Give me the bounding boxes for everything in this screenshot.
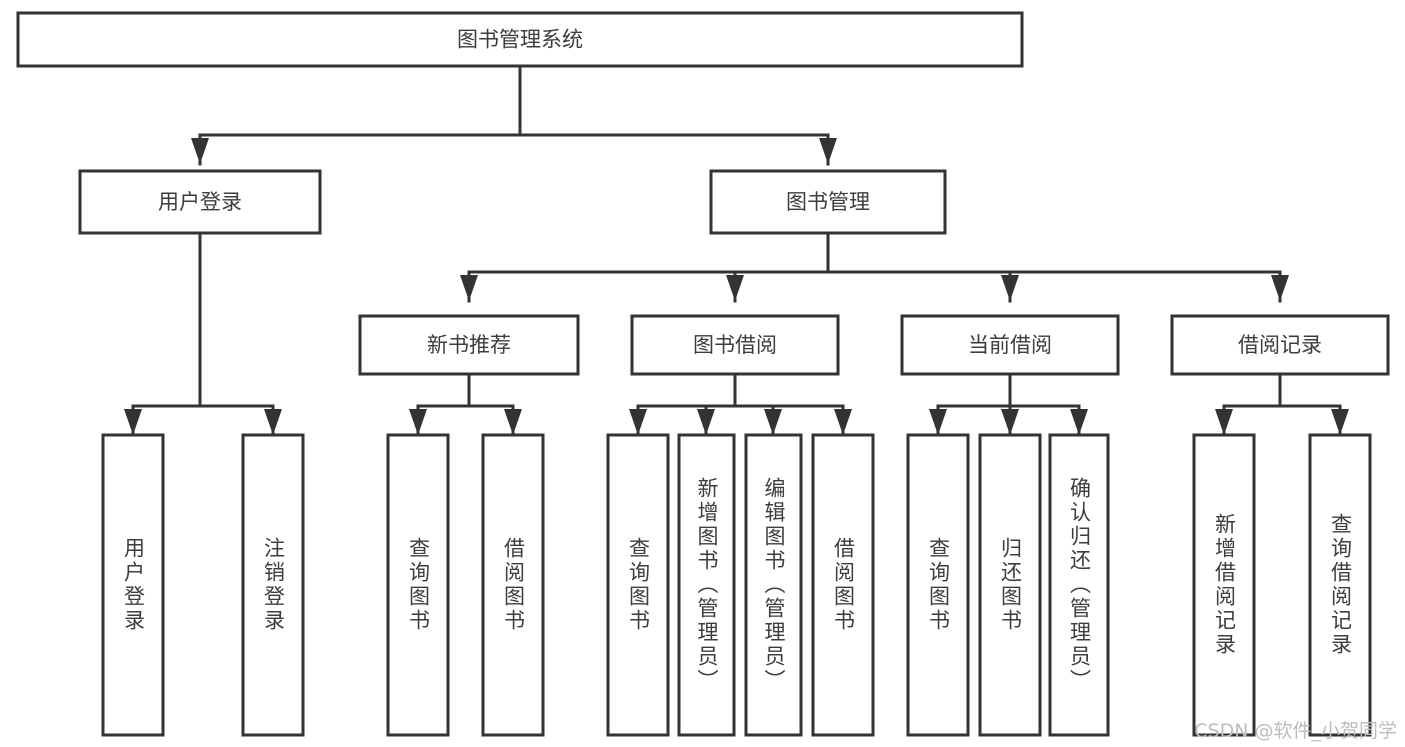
node-leaf-12[interactable]: 查询借阅记录	[1308, 433, 1372, 737]
book-manage-branch-arrow-0	[460, 275, 478, 301]
node-leaf-1[interactable]: 注销登录	[241, 433, 305, 737]
node-level2-1-label: 图书借阅	[693, 333, 777, 357]
node-leaf-2[interactable]: 查询图书	[386, 433, 450, 737]
node-leaf-1-label: 注销登录	[261, 537, 286, 633]
node-leaf-0[interactable]: 用户登录	[101, 433, 165, 737]
node-leaf-3-box[interactable]	[481, 433, 545, 737]
node-level1-0[interactable]: 用户登录	[78, 169, 322, 235]
node-leaf-10-box[interactable]	[1048, 433, 1110, 737]
node-leaf-4-label-wrap: 查询图书	[626, 537, 651, 633]
node-level2-2-label: 当前借阅	[968, 333, 1052, 357]
user-login-branch-arrow-0	[124, 409, 142, 435]
node-leaf-10-label: 确认归还（管理员）	[1067, 477, 1092, 693]
node-level2-1[interactable]: 图书借阅	[630, 314, 840, 376]
node-level1-0-label: 用户登录	[158, 190, 242, 214]
node-leaf-12-label-wrap: 查询借阅记录	[1328, 513, 1353, 657]
group-2-arrow-1	[1001, 409, 1019, 435]
book-manage-branch-arrow-1	[726, 275, 744, 301]
node-leaf-7[interactable]: 借阅图书	[811, 433, 875, 737]
node-level2-3-label: 借阅记录	[1238, 333, 1322, 357]
node-level2-3-box[interactable]	[1170, 314, 1390, 376]
node-leaf-10[interactable]: 确认归还（管理员）	[1048, 433, 1110, 737]
group-0-arrow-0	[409, 409, 427, 435]
group-2-arrow-2	[1070, 409, 1088, 435]
node-leaf-11-label: 新增借阅记录	[1212, 513, 1237, 657]
node-leaf-9[interactable]: 归还图书	[978, 433, 1042, 737]
group-3-arrow-0	[1215, 409, 1233, 435]
node-leaf-11[interactable]: 新增借阅记录	[1192, 433, 1256, 737]
node-level1-1-label: 图书管理	[786, 190, 870, 214]
node-leaf-1-box[interactable]	[241, 433, 305, 737]
node-level2-0[interactable]: 新书推荐	[358, 314, 580, 376]
node-level1-0-box[interactable]	[78, 169, 322, 235]
node-leaf-8[interactable]: 查询图书	[906, 433, 970, 737]
group-1-arrow-3	[834, 409, 852, 435]
connector-layer	[124, 64, 1349, 437]
node-root-system-box[interactable]	[16, 11, 1024, 68]
node-root-system[interactable]: 图书管理系统	[16, 11, 1024, 68]
node-leaf-3-label: 借阅图书	[501, 537, 526, 633]
node-leaf-9-box[interactable]	[978, 433, 1042, 737]
group-2-arrow-0	[929, 409, 947, 435]
group-1-arrow-1	[697, 409, 715, 435]
group-3-arrow-1	[1331, 409, 1349, 435]
node-leaf-3[interactable]: 借阅图书	[481, 433, 545, 737]
node-level2-2-box[interactable]	[900, 314, 1120, 376]
node-leaf-4-label: 查询图书	[626, 537, 651, 633]
node-level2-1-box[interactable]	[630, 314, 840, 376]
node-leaf-9-label-wrap: 归还图书	[998, 537, 1023, 633]
node-root-system-label: 图书管理系统	[457, 28, 583, 52]
node-leaf-0-label-wrap: 用户登录	[121, 537, 146, 633]
csdn-watermark: CSDN @软件_小贺同学	[1194, 720, 1397, 742]
node-leaf-0-label: 用户登录	[121, 537, 146, 633]
node-level2-2[interactable]: 当前借阅	[900, 314, 1120, 376]
root-to-level1-arrow-0	[191, 138, 209, 164]
root-to-level1-arrow-1	[819, 138, 837, 164]
node-leaf-5[interactable]: 新增图书（管理员）	[677, 433, 736, 737]
node-leaf-7-label-wrap: 借阅图书	[831, 537, 856, 633]
node-level2-0-box[interactable]	[358, 314, 580, 376]
node-leaf-12-box[interactable]	[1308, 433, 1372, 737]
node-level2-0-label: 新书推荐	[427, 333, 511, 357]
node-leaf-8-box[interactable]	[906, 433, 970, 737]
node-leaf-6-label-wrap: 编辑图书（管理员）	[762, 477, 786, 693]
node-leaf-4-box[interactable]	[606, 433, 670, 737]
node-leaf-5-label: 新增图书（管理员）	[695, 477, 719, 693]
node-leaf-0-box[interactable]	[101, 433, 165, 737]
group-1-arrow-2	[764, 409, 782, 435]
node-leaf-7-box[interactable]	[811, 433, 875, 737]
node-leaf-2-label: 查询图书	[406, 537, 431, 633]
node-level2-3[interactable]: 借阅记录	[1170, 314, 1390, 376]
node-leaf-11-label-wrap: 新增借阅记录	[1212, 513, 1237, 657]
group-1-arrow-0	[629, 409, 647, 435]
node-leaf-2-label-wrap: 查询图书	[406, 537, 431, 633]
node-level1-1-box[interactable]	[709, 169, 947, 235]
book-manage-branch-arrow-2	[1001, 275, 1019, 301]
node-leaf-6-label: 编辑图书（管理员）	[762, 477, 786, 693]
group-0-arrow-1	[504, 409, 522, 435]
node-leaf-3-label-wrap: 借阅图书	[501, 537, 526, 633]
node-leaf-6-box[interactable]	[744, 433, 803, 737]
user-login-branch-arrow-1	[264, 409, 282, 435]
node-leaf-6[interactable]: 编辑图书（管理员）	[744, 433, 803, 737]
node-leaf-4[interactable]: 查询图书	[606, 433, 670, 737]
node-leaf-7-label: 借阅图书	[831, 537, 856, 633]
node-leaf-5-label-wrap: 新增图书（管理员）	[695, 477, 719, 693]
node-leaf-12-label: 查询借阅记录	[1328, 513, 1353, 657]
node-level1-1[interactable]: 图书管理	[709, 169, 947, 235]
node-leaf-5-box[interactable]	[677, 433, 736, 737]
node-layer: 图书管理系统用户登录图书管理新书推荐图书借阅当前借阅借阅记录用户登录注销登录查询…	[16, 11, 1390, 737]
book-manage-branch-arrow-3	[1271, 275, 1289, 301]
node-leaf-1-label-wrap: 注销登录	[261, 537, 286, 633]
node-leaf-8-label: 查询图书	[926, 537, 951, 633]
node-leaf-2-box[interactable]	[386, 433, 450, 737]
node-leaf-10-label-wrap: 确认归还（管理员）	[1067, 477, 1092, 693]
node-leaf-9-label: 归还图书	[998, 537, 1023, 633]
node-leaf-8-label-wrap: 查询图书	[926, 537, 951, 633]
node-leaf-11-box[interactable]	[1192, 433, 1256, 737]
